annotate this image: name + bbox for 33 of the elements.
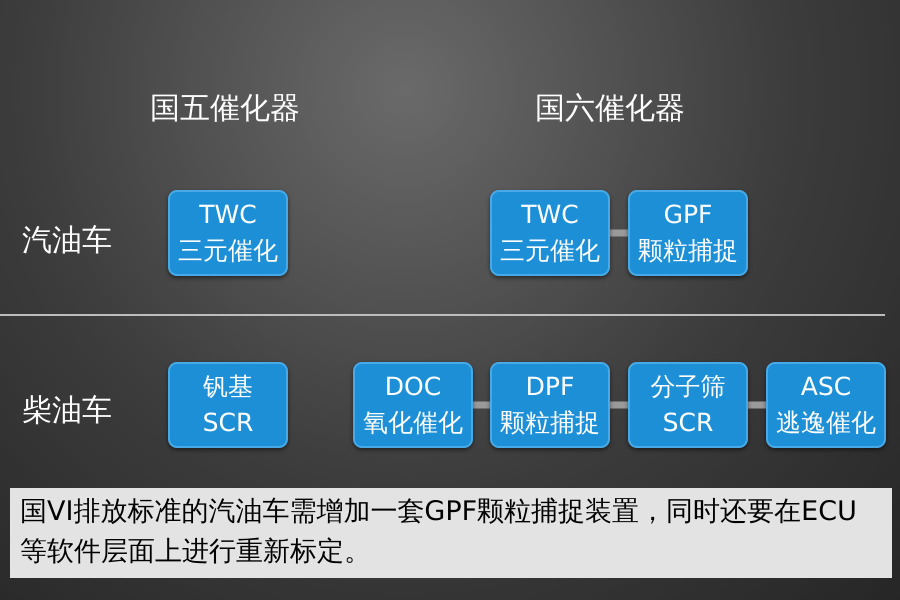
- connector-line: [610, 230, 628, 236]
- catalyst-name: 逃逸催化: [776, 407, 876, 439]
- catalyst-name: 三元催化: [178, 235, 278, 267]
- catalyst-box: [353, 362, 473, 448]
- row-header: 柴油车: [22, 392, 112, 430]
- catalyst-box: [490, 190, 610, 276]
- catalyst-box: [766, 362, 886, 448]
- catalyst-name: SCR: [202, 407, 254, 439]
- catalyst-code: DPF: [526, 371, 574, 403]
- catalyst-code: TWC: [199, 199, 257, 231]
- catalyst-name: 三元催化: [500, 235, 600, 267]
- catalyst-code: 钒基: [203, 371, 253, 403]
- catalyst-code: TWC: [521, 199, 579, 231]
- connector-line: [473, 402, 490, 408]
- caption-text: 国VI排放标准的汽油车需增加一套GPF颗粒捕捉装置，同时还要在ECU等软件层面上进行重新标定。: [10, 488, 892, 578]
- column-header: 国五催化器: [150, 90, 300, 128]
- catalyst-code: DOC: [384, 371, 442, 403]
- catalyst-box: [168, 362, 288, 448]
- catalyst-name: SCR: [662, 407, 714, 439]
- catalyst-code: GPF: [664, 199, 712, 231]
- catalyst-box: [628, 190, 748, 276]
- connector-line: [610, 402, 628, 408]
- catalyst-box: [168, 190, 288, 276]
- catalyst-box: [490, 362, 610, 448]
- connector-line: [748, 402, 766, 408]
- catalyst-name: 氧化催化: [363, 407, 463, 439]
- catalyst-name: 颗粒捕捉: [638, 235, 738, 267]
- catalyst-code: 分子筛: [650, 371, 726, 403]
- catalyst-code: ASC: [800, 371, 852, 403]
- catalyst-name: 颗粒捕捉: [500, 407, 600, 439]
- row-header: 汽油车: [22, 222, 112, 260]
- column-header: 国六催化器: [535, 90, 685, 128]
- catalyst-box: [628, 362, 748, 448]
